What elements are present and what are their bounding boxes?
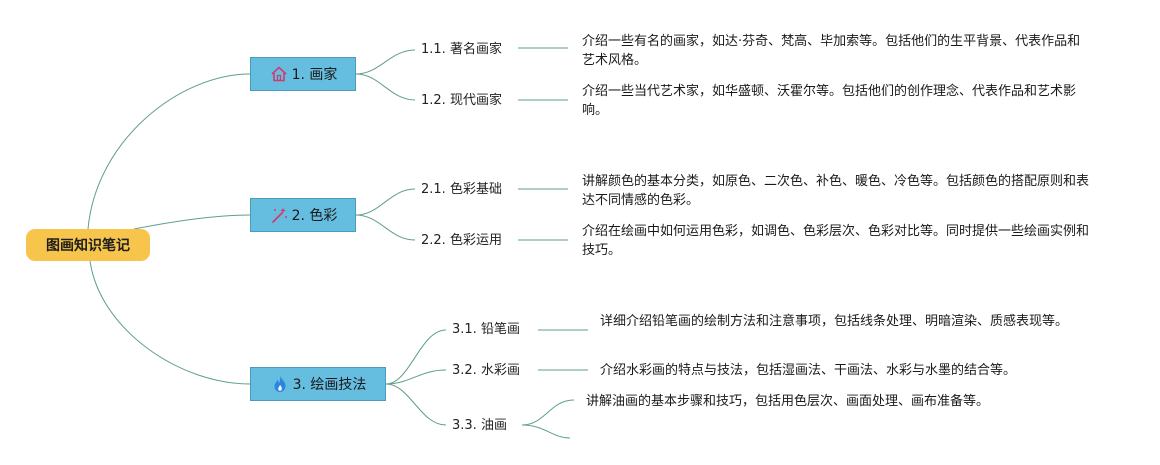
note-color-basics: 讲解颜色的基本分类，如原色、二次色、补色、暖色、冷色等。包括颜色的搭配原则和表达… (582, 174, 1090, 208)
connector-root-branch-1 (87, 73, 251, 230)
house-icon (269, 64, 289, 84)
sub-topic-color-usage[interactable]: 2.2. 色彩运用 (421, 233, 502, 248)
root-node[interactable]: 图画知识笔记 (26, 229, 150, 261)
connector-branch-1-sub-2 (355, 73, 416, 101)
sub-topic-modern-painters[interactable]: 1.2. 现代画家 (421, 93, 502, 108)
note-famous-painters: 介绍一些有名的画家，如达·芬奇、梵高、毕加索等。包括他们的生平背景、代表作品和艺… (582, 34, 1081, 68)
note-color-usage: 介绍在绘画中如何运用色彩，如调色、色彩层次、色彩对比等。同时提供一些绘画实例和技… (582, 224, 1090, 258)
sub-topic-pencil-drawing[interactable]: 3.1. 铅笔画 (452, 322, 520, 337)
branch-techniques[interactable]: 3. 绘画技法 (250, 367, 386, 401)
connector-branch-3-sub-3 (385, 383, 447, 426)
connector-branch-2-sub-1 (355, 188, 416, 216)
magic-wand-icon (269, 205, 289, 225)
connector-root-branch-3 (89, 260, 251, 385)
connector-branch-2-sub-2 (355, 214, 416, 241)
sub-topic-oil-painting[interactable]: 3.3. 油画 (452, 418, 507, 433)
branch-colors[interactable]: 2. 色彩 (250, 198, 356, 232)
connector-branch-3-sub-2 (385, 369, 447, 385)
connector-sub-3-3-note-a (521, 399, 575, 426)
note-watercolor: 介绍水彩画的特点与技法，包括湿画法、干画法、水彩与水墨的结合等。 (600, 363, 1017, 378)
note-oil-painting: 讲解油画的基本步骤和技巧，包括用色层次、画面处理、画布准备等。 (586, 394, 990, 409)
connector-branch-3-sub-1 (385, 329, 447, 385)
connector-branch-1-sub-1 (355, 49, 416, 75)
root-label: 图画知识笔记 (46, 238, 130, 254)
note-modern-painters: 介绍一些当代艺术家，如华盛顿、沃霍尔等。包括他们的创作理念、代表作品和艺术影响。 (582, 84, 1077, 118)
connector-sub-3-3-note-b (521, 424, 571, 439)
branch-label: 2. 色彩 (291, 208, 338, 224)
sub-topic-watercolor[interactable]: 3.2. 水彩画 (452, 363, 520, 378)
sub-topic-color-basics[interactable]: 2.1. 色彩基础 (421, 182, 502, 197)
sub-topic-famous-painters[interactable]: 1.1. 著名画家 (421, 42, 502, 57)
connector-root-branch-2 (133, 214, 251, 230)
branch-label: 1. 画家 (291, 67, 338, 83)
note-pencil-drawing: 详细介绍铅笔画的绘制方法和注意事项，包括线条处理、明暗渲染、质感表现等。 (600, 314, 1069, 329)
branch-label: 3. 绘画技法 (292, 377, 367, 393)
flame-icon (270, 374, 290, 394)
branch-painters[interactable]: 1. 画家 (250, 57, 356, 91)
